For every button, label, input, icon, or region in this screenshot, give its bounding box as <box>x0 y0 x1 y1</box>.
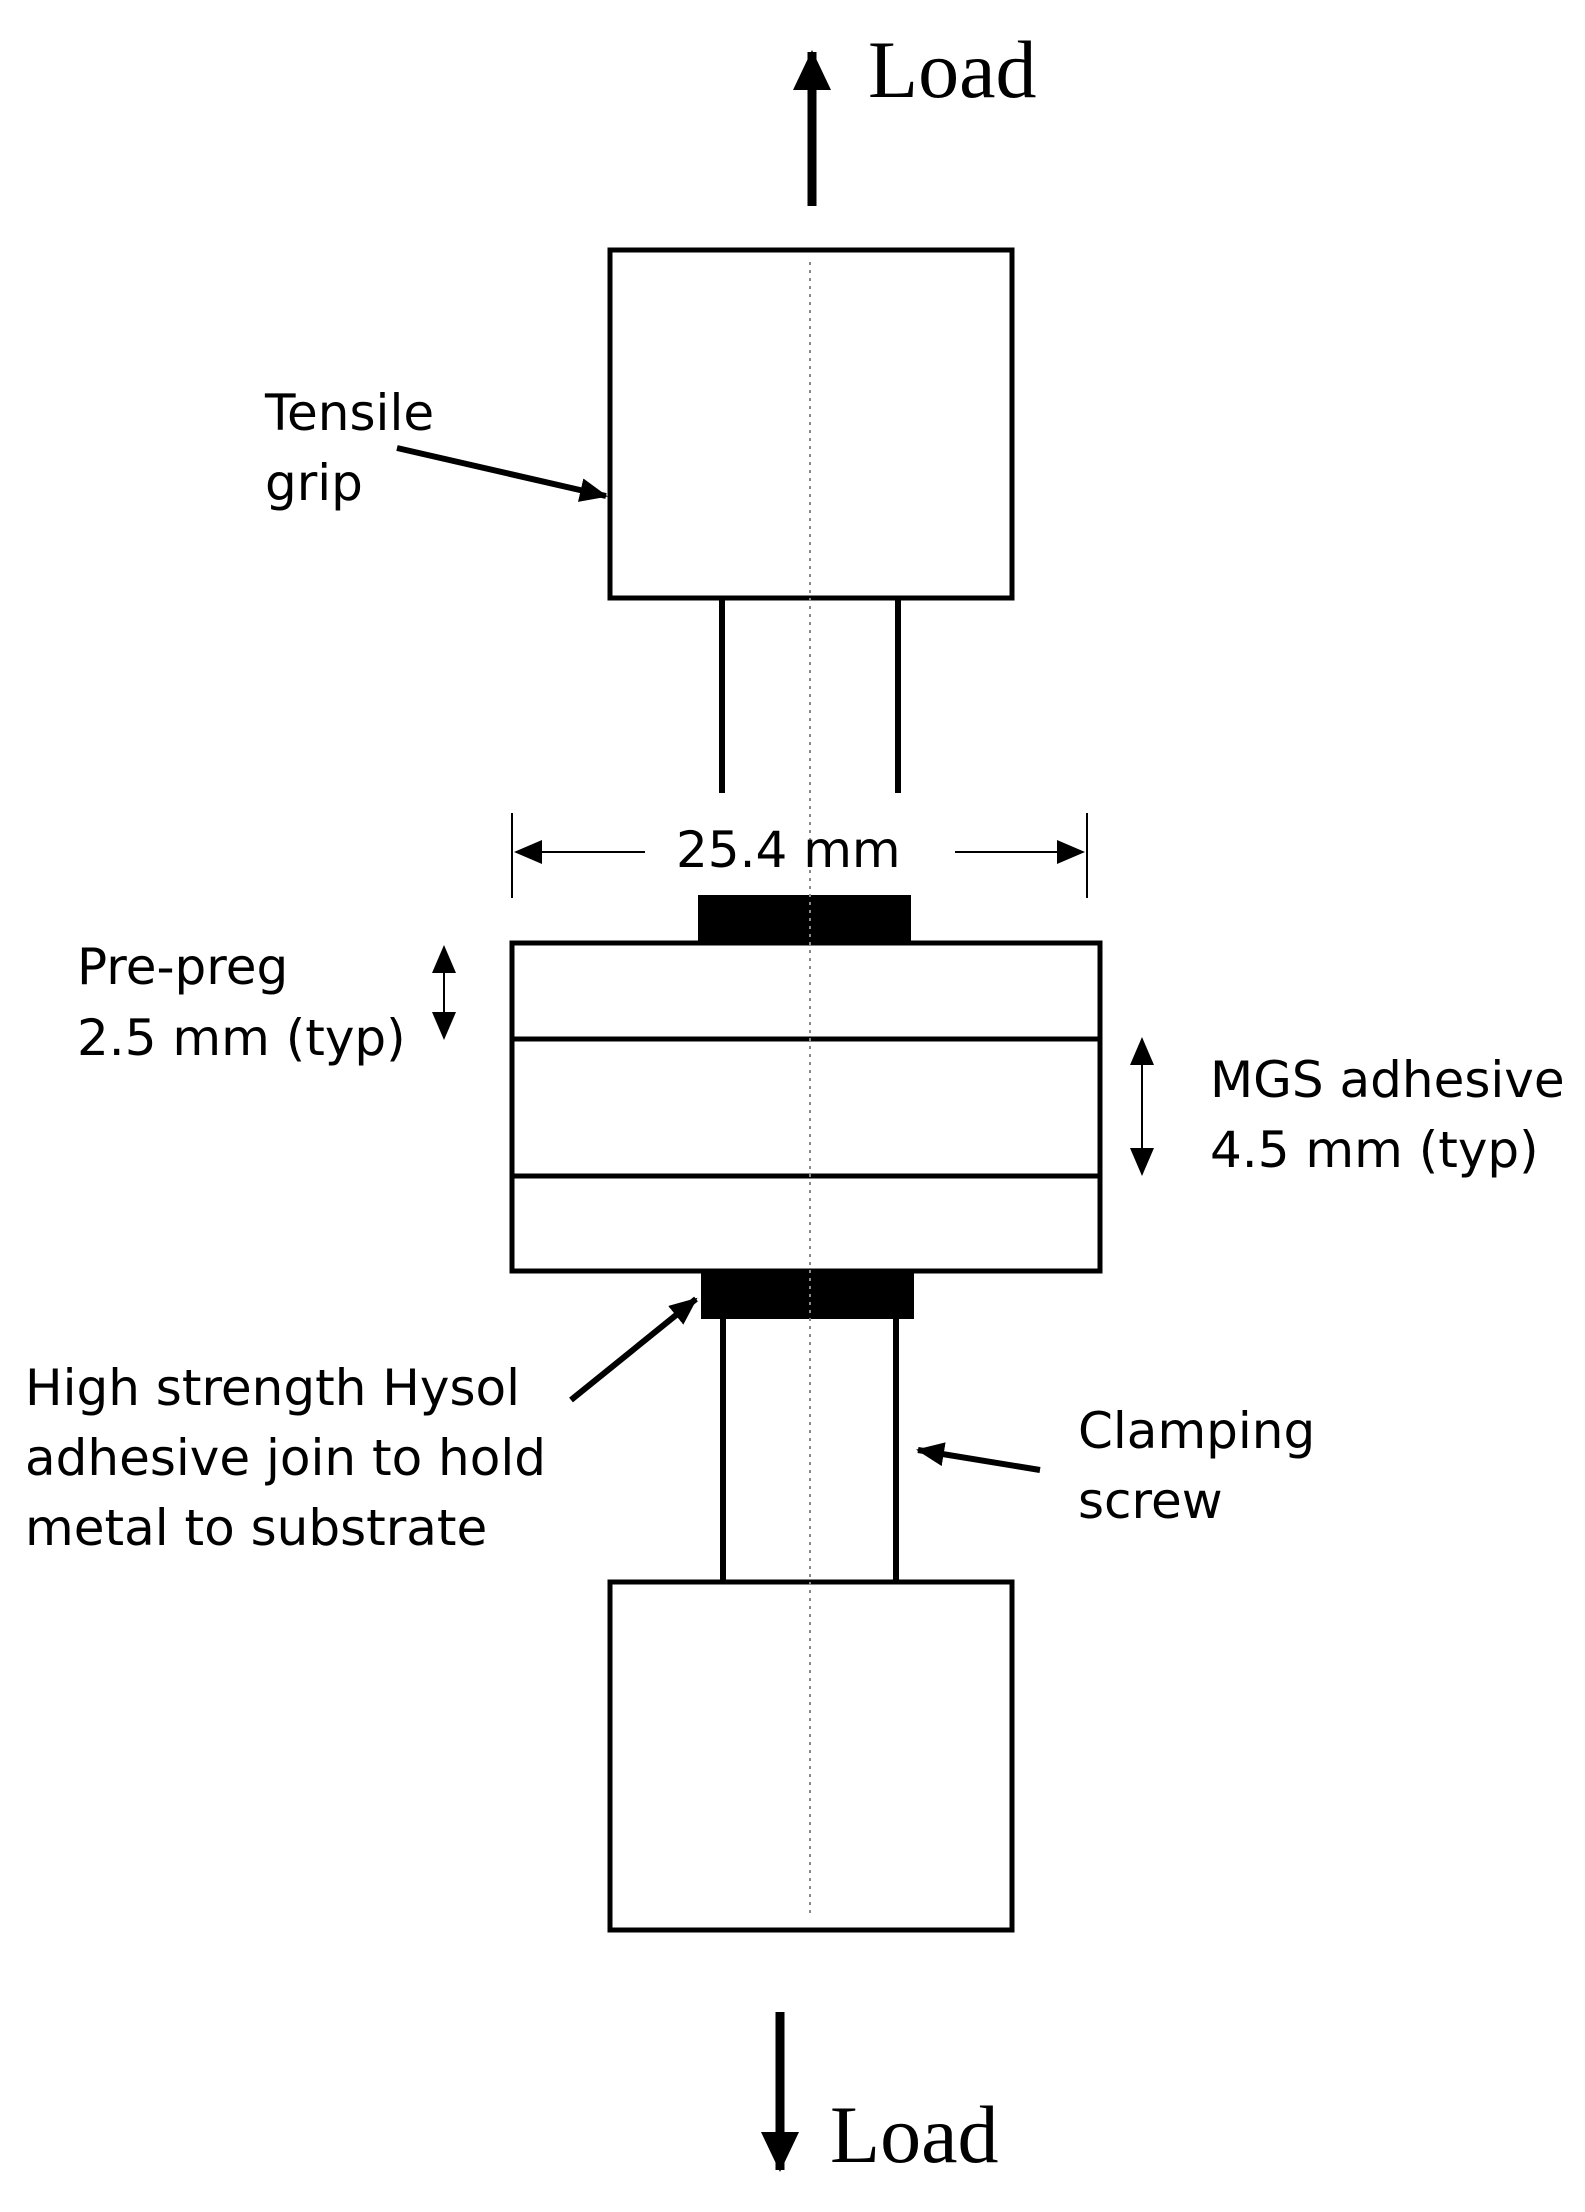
clamping-screw-leader-arrow <box>916 1442 1041 1473</box>
mgs-adhesive-label-line2: 4.5 mm (typ) <box>1210 1121 1539 1179</box>
tensile-grip-leader-arrow <box>396 445 608 502</box>
clamping-screw-label-line2: screw <box>1078 1472 1223 1530</box>
load-top-label: Load <box>868 24 1036 115</box>
tensile-grip-label-line1: Tensile <box>264 384 434 442</box>
load-bottom-label: Load <box>830 2089 998 2180</box>
hysol-label-line3: metal to substrate <box>25 1499 487 1557</box>
tensile-grip-label-line2: grip <box>265 454 363 512</box>
width-dimension-label: 25.4 mm <box>676 821 901 879</box>
hysol-leader-arrow <box>569 1296 698 1403</box>
specimen-outline <box>509 940 1103 1274</box>
prepreg-label-line2: 2.5 mm (typ) <box>77 1009 406 1067</box>
lower-tensile-grip <box>607 1579 1015 1933</box>
clamping-screw-label-line1: Clamping <box>1078 1402 1315 1460</box>
bottom-metal-pad <box>701 1271 914 1319</box>
hysol-label-line2: adhesive join to hold <box>25 1429 546 1487</box>
top-metal-pad <box>698 895 911 943</box>
mgs-adhesive-label-line1: MGS adhesive <box>1210 1051 1565 1109</box>
prepreg-label-line1: Pre-preg <box>77 938 288 996</box>
hysol-label-line1: High strength Hysol <box>25 1359 520 1417</box>
